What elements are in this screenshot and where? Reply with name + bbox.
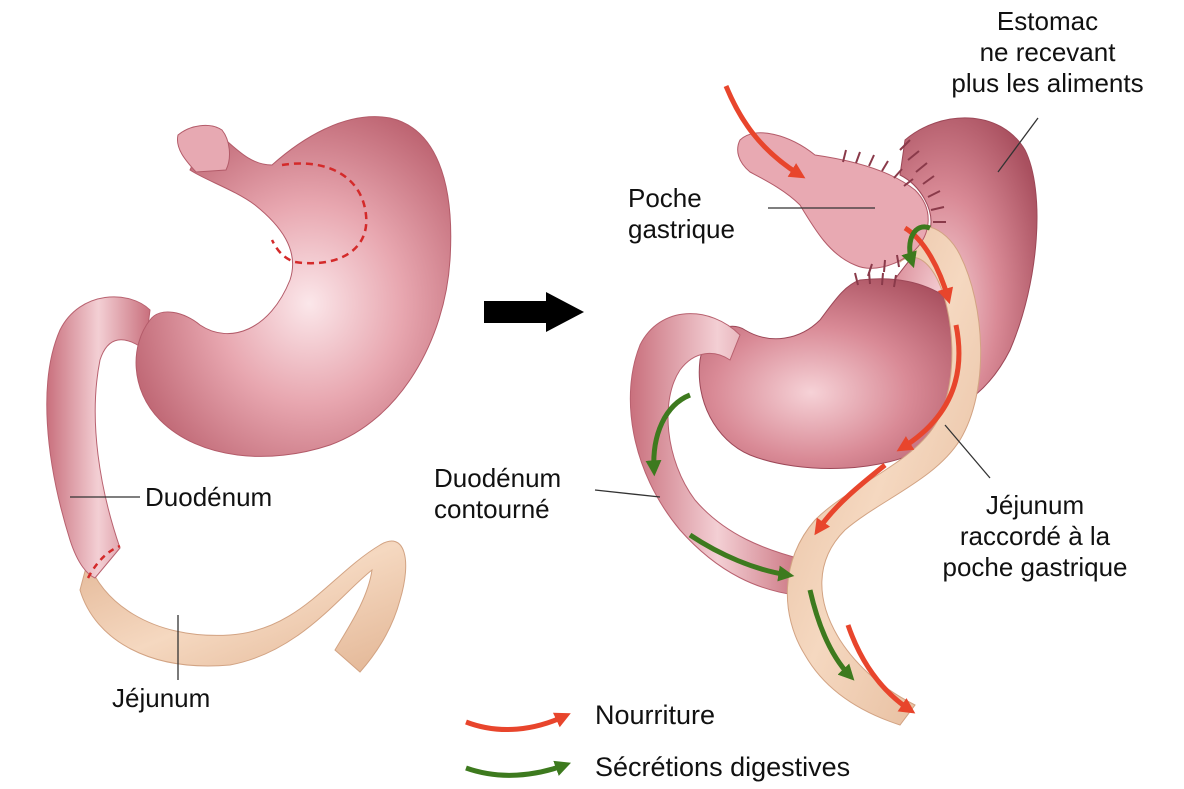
secretion-arrow-duodenum-2 xyxy=(688,532,795,582)
stomach-cut-dashed-line xyxy=(270,162,368,265)
legend-food-arrow-icon xyxy=(465,712,571,732)
label-jejunum-connected-line2: raccordé à la xyxy=(959,521,1111,551)
leader-stomach-excluded xyxy=(997,117,1039,173)
legend-secretion-arrow-icon xyxy=(465,760,572,778)
pouch-staple-marks xyxy=(842,149,914,277)
label-jejunum-left: Jéjunum xyxy=(112,683,210,714)
bypass-illustration xyxy=(594,85,1039,726)
leader-duodenum-bypassed xyxy=(594,489,661,498)
food-arrow-esophagus xyxy=(723,85,806,179)
stomach-left-shape xyxy=(135,116,452,457)
food-arrow-jejunum-2 xyxy=(896,324,962,452)
label-duodenum-bypassed-line1: Duodénum xyxy=(434,463,562,493)
label-jejunum-connected: Jéjunum raccordé à la poche gastrique xyxy=(900,490,1170,583)
label-gastric-pouch: Poche gastrique xyxy=(628,183,735,245)
duodenum-cut-dashed-line xyxy=(86,544,121,579)
secretion-arrow-loop xyxy=(901,224,931,269)
label-stomach-excluded: Estomac ne recevant plus les aliments xyxy=(925,6,1170,99)
legend-food-label: Nourriture xyxy=(595,700,716,730)
label-stomach-excluded-line3: plus les aliments xyxy=(951,68,1144,98)
label-jejunum-left-text: Jéjunum xyxy=(112,683,211,713)
label-duodenum-left-text: Duodénum xyxy=(145,482,273,512)
gastric-pouch-shape xyxy=(737,132,929,269)
secretion-arrow-duodenum-1 xyxy=(645,392,692,477)
label-stomach-excluded-line2: ne recevant xyxy=(979,37,1116,67)
food-arrow-jejunum-1 xyxy=(903,225,954,305)
food-arrow-jejunum-3 xyxy=(814,463,887,536)
jejunum-left-shape xyxy=(79,540,407,673)
transition-arrow-icon xyxy=(484,292,584,332)
secretion-arrow-jejunum xyxy=(807,589,855,681)
food-arrow-jejunum-4 xyxy=(845,624,916,714)
legend xyxy=(465,712,572,778)
esophagus-left-shape xyxy=(176,124,230,173)
label-duodenum-bypassed: Duodénum contourné xyxy=(434,463,561,525)
label-gastric-pouch-line2: gastrique xyxy=(628,214,735,244)
label-duodenum-bypassed-line2: contourné xyxy=(434,494,550,524)
label-duodenum-left: Duodénum xyxy=(145,482,272,513)
leader-jejunum-connected xyxy=(944,424,991,479)
legend-secretions-label: Sécrétions digestives xyxy=(595,752,851,782)
label-stomach-excluded-line1: Estomac xyxy=(996,6,1099,36)
label-jejunum-connected-line3: poche gastrique xyxy=(942,552,1128,582)
label-gastric-pouch-line1: Poche xyxy=(628,183,702,213)
duodenum-left-shape xyxy=(46,296,151,579)
label-jejunum-connected-line1: Jéjunum xyxy=(985,490,1085,520)
normal-stomach-illustration xyxy=(46,116,452,680)
